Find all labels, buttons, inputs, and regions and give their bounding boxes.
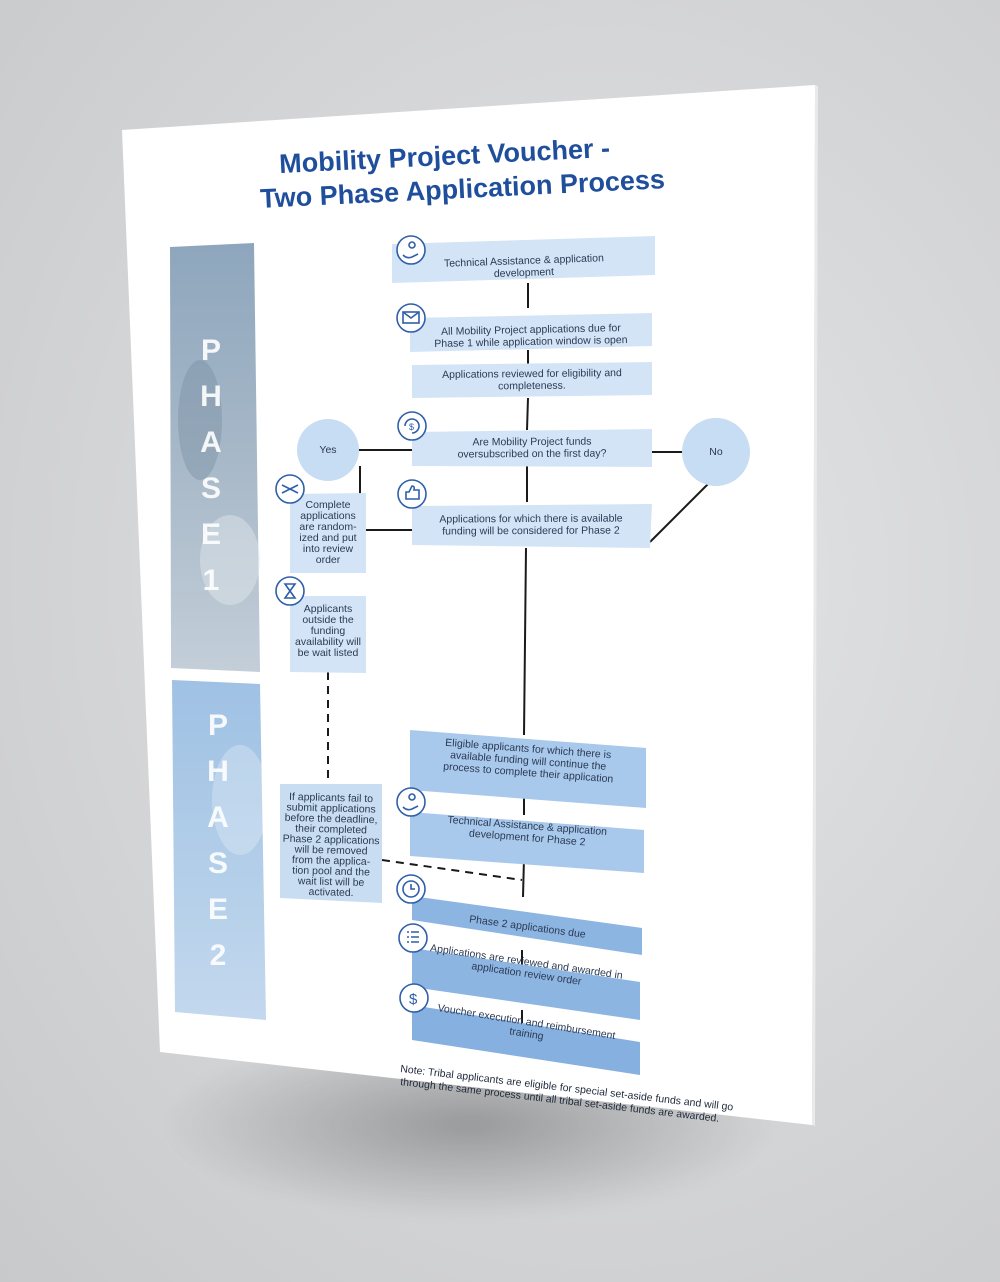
label-oversub: oversubscribed on the first day? [458,447,607,460]
label-fail: from the applica- [292,854,371,868]
paper-edge [812,85,818,1126]
box-awarded [412,948,640,1020]
label-no: No [709,446,723,458]
label-fail: Phase 2 applications [282,833,379,848]
phase1-letter: H [200,380,222,413]
hand-coin-icon [396,235,426,265]
box-p2-due [412,896,642,955]
label-available: Applications for which there is availabl… [439,513,622,526]
phase2-letter: P [208,709,228,742]
circle-yes [297,419,359,481]
phase2-letter: A [207,801,229,834]
label-randomized: ized and put [299,532,356,544]
label-randomized: into review [303,543,354,555]
money-cycle-icon: $ [397,411,427,441]
flow-labels: Technical Assistance & applicationdevelo… [282,252,722,1042]
clock-icon [396,874,426,904]
label-apps-due: All Mobility Project applications due fo… [441,322,621,338]
label-waitlisted: funding [311,625,346,637]
label-oversub: Are Mobility Project funds [472,436,591,449]
box-eligible [410,730,646,808]
box-available-funding [412,504,652,548]
label-fail: If applicants fail to [289,791,373,805]
circle-no [682,418,750,486]
box-waitlisted [290,596,366,673]
label-apps-due: Phase 1 while application window is open [434,334,628,350]
envelope-icon [396,303,426,333]
label-available: funding will be considered for Phase 2 [442,525,620,538]
label-waitlisted: availability will [295,636,361,648]
label-voucher: training [509,1025,545,1042]
label-yes: Yes [319,444,336,456]
label-reviewed: Applications reviewed for eligibility an… [442,367,622,381]
label-waitlisted: be wait listed [298,647,359,659]
box-reviewed [412,362,652,398]
label-fail: submit applications [286,801,376,815]
svg-text:$: $ [409,991,418,1008]
phase1-letter: P [201,334,221,367]
box-oversubscribed [412,429,652,467]
box-apps-due [410,313,652,352]
label-fail: their completed [295,823,367,837]
box-fail [280,784,382,903]
dollar-icon: $ [399,983,429,1013]
phase2-letter: S [208,847,228,880]
box-ta-dev [392,236,655,283]
phase2-letter: E [208,893,228,926]
label-randomized: are random- [299,521,357,533]
svg-text:$: $ [409,422,414,432]
hand-coin-icon-2 [396,787,426,817]
label-fail: wait list will be [297,875,365,889]
label-waitlisted: Applicants [304,603,352,615]
phase2-letter: 2 [210,939,227,972]
phase2-letter: H [207,755,229,788]
phase1-letter: 1 [203,564,220,597]
flow-boxes [280,236,750,1075]
box-randomized [290,493,366,573]
thumbs-up-icon [397,479,427,509]
label-randomized: applications [300,510,355,522]
phase1-letter: A [200,426,222,459]
phase1-letter: S [201,472,221,505]
hourglass-icon [275,576,305,606]
label-fail: will be removed [293,844,367,858]
waitlist-dashed-connectors [327,672,523,881]
label-ta-dev: development [494,266,555,280]
shuffle-icon [275,474,305,504]
label-fail: before the deadline, [285,812,378,826]
checklist-icon [398,923,428,953]
label-waitlisted: outside the [302,614,354,626]
label-fail: tion pool and the [292,864,370,878]
label-randomized: order [316,554,341,566]
label-reviewed: completeness. [498,380,566,393]
label-randomized: Complete [306,499,351,511]
box-ta-dev2 [410,812,644,873]
phase1-letter: E [201,518,221,551]
flow-icons: $ $ [275,235,429,1013]
label-ta-dev: Technical Assistance & application [444,252,604,270]
box-voucher [412,1005,640,1075]
label-fail: activated. [308,886,353,899]
